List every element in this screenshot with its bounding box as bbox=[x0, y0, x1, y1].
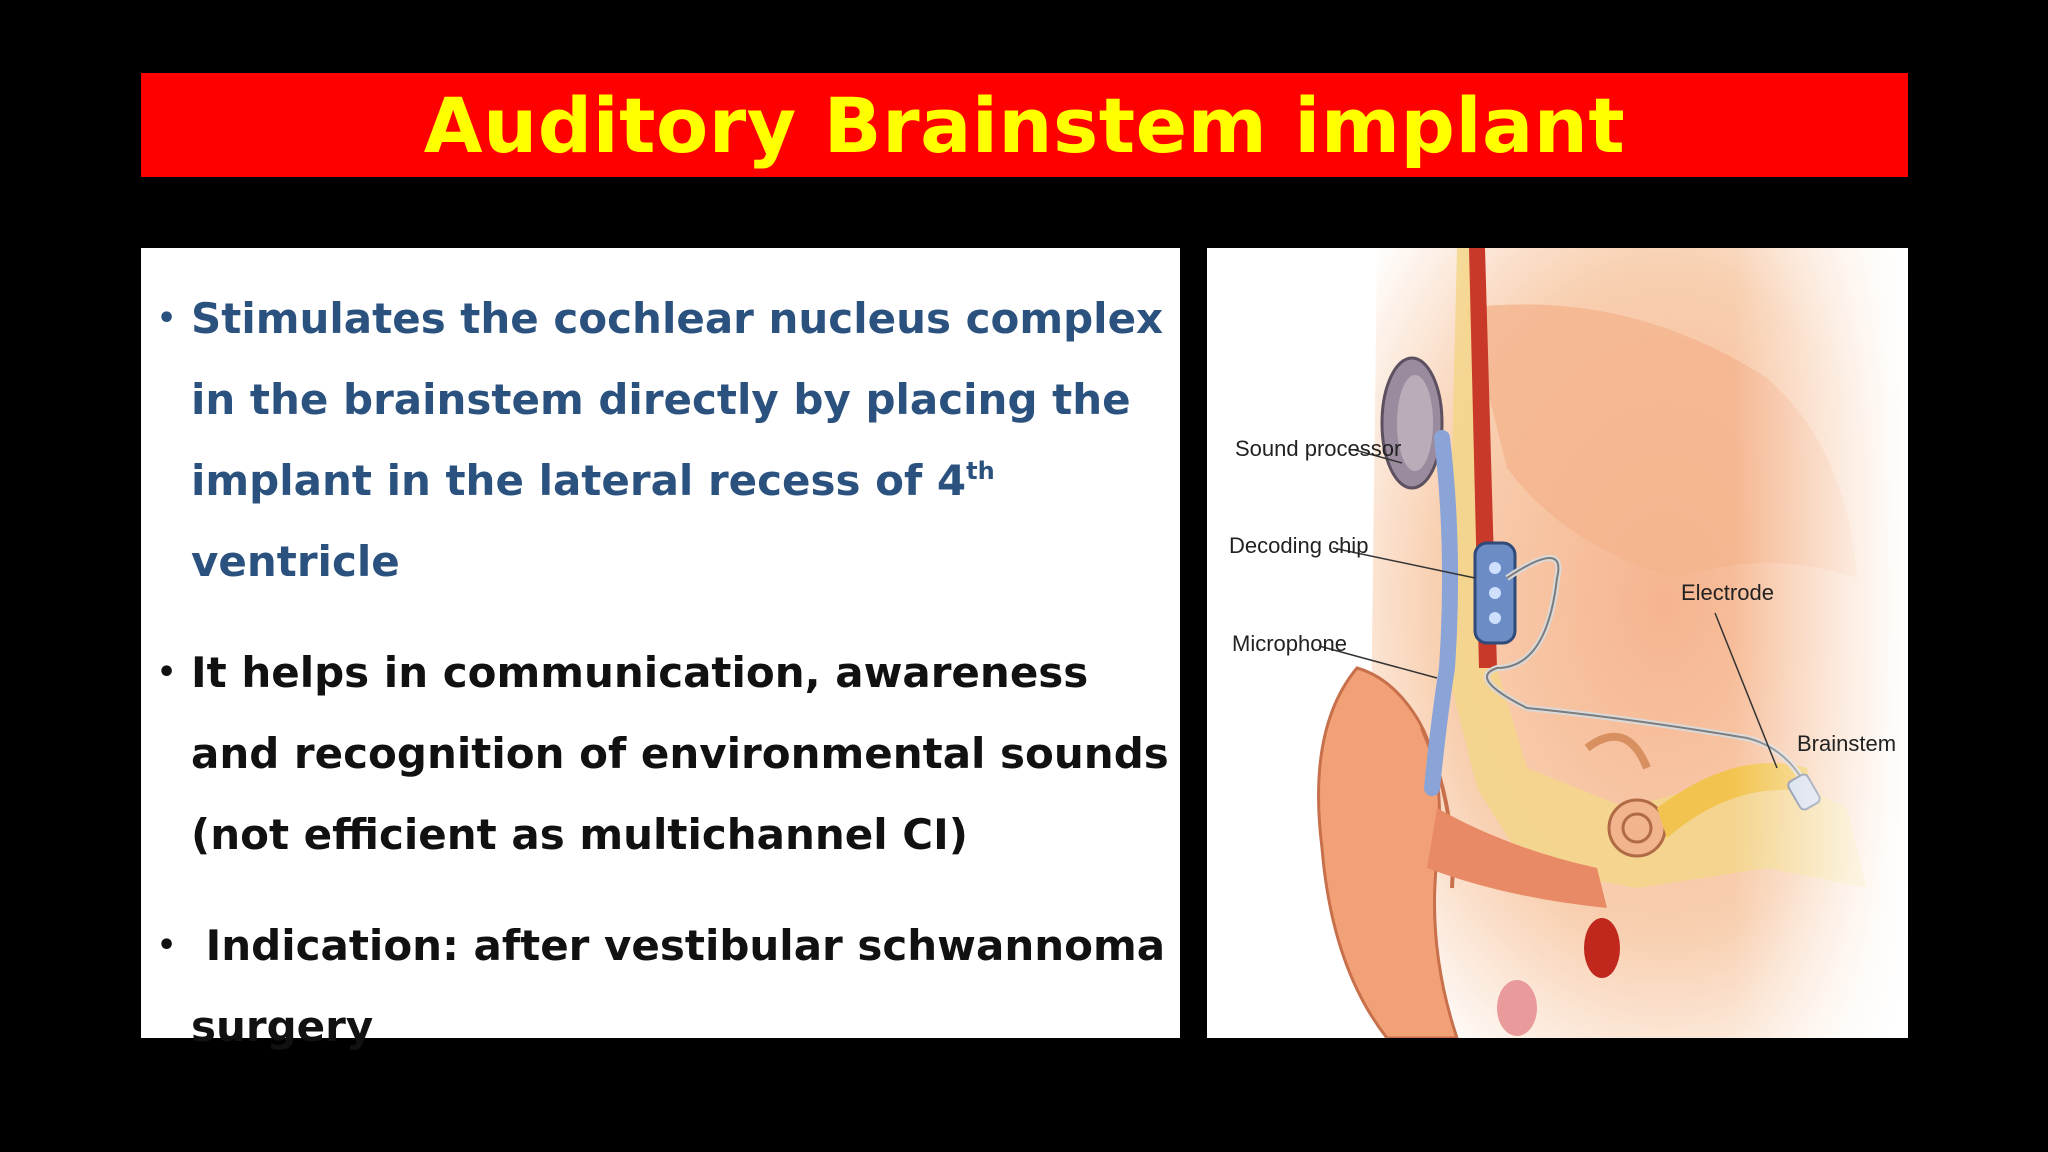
label-electrode: Electrode bbox=[1681, 580, 1774, 605]
bullet-icon: • bbox=[157, 301, 177, 336]
bullet-panel: • Stimulates the cochlear nucleus comple… bbox=[141, 248, 1180, 1051]
bullet-text-3: Indication: after vestibular schwannoma … bbox=[191, 921, 1180, 1051]
ear-anatomy-figure: Sound processor Decoding chip Microphone… bbox=[1207, 248, 1908, 1038]
bullet-text-2: It helps in communication, awareness and… bbox=[191, 648, 1169, 859]
bullet-text-1: Stimulates the cochlear nucleus complex … bbox=[191, 294, 1164, 586]
superscript-th: th bbox=[966, 457, 995, 485]
label-brainstem: Brainstem bbox=[1797, 731, 1896, 756]
label-sound-processor: Sound processor bbox=[1235, 436, 1401, 461]
bullet-item-1: • Stimulates the cochlear nucleus comple… bbox=[157, 278, 1170, 602]
label-decoding-chip: Decoding chip bbox=[1229, 533, 1368, 558]
bullet-icon: • bbox=[157, 655, 177, 690]
label-microphone: Microphone bbox=[1232, 631, 1347, 656]
slide-title: Auditory Brainstem implant bbox=[423, 80, 1626, 170]
bullet-item-3: • Indication: after vestibular schwannom… bbox=[157, 905, 1170, 1067]
ear-illustration: Sound processor Decoding chip Microphone… bbox=[1207, 248, 1908, 1038]
bullet-icon: • bbox=[157, 928, 177, 963]
bullet-item-2: • It helps in communication, awareness a… bbox=[157, 632, 1170, 875]
title-banner: Auditory Brainstem implant bbox=[141, 73, 1908, 177]
